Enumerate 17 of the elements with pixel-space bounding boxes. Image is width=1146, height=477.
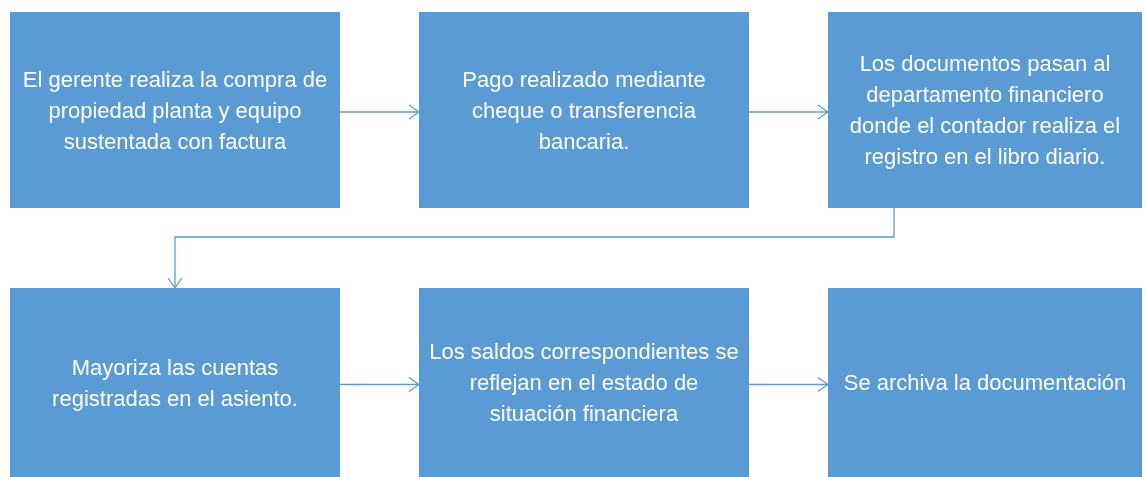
arrow bbox=[748, 104, 829, 120]
process-box bbox=[10, 288, 340, 477]
arrow bbox=[339, 104, 420, 120]
arrow bbox=[167, 207, 895, 289]
arrow bbox=[339, 376, 420, 393]
process-box bbox=[419, 12, 749, 208]
box-text: Pago realizado mediante cheque o transferencia bancaria. bbox=[461, 65, 707, 156]
box-text: Mayoriza las cuentas registradas en el asiento. bbox=[51, 353, 299, 413]
process-box bbox=[10, 12, 340, 208]
process-box bbox=[828, 288, 1142, 477]
box-text: Se archiva la documentación bbox=[843, 369, 1127, 397]
box-text: El gerente realiza la compra de propiedad planta y equipo sustentada con factura bbox=[21, 65, 329, 156]
box-text: Los documentos pasan al departamento financiero donde el contador realiza el registro en el libro diario. bbox=[848, 50, 1122, 171]
process-box bbox=[828, 12, 1142, 208]
process-box bbox=[419, 288, 749, 477]
arrow bbox=[748, 376, 829, 393]
box-text: Los saldos correspondientes se reflejan en el estado de situación financiera bbox=[428, 338, 740, 428]
